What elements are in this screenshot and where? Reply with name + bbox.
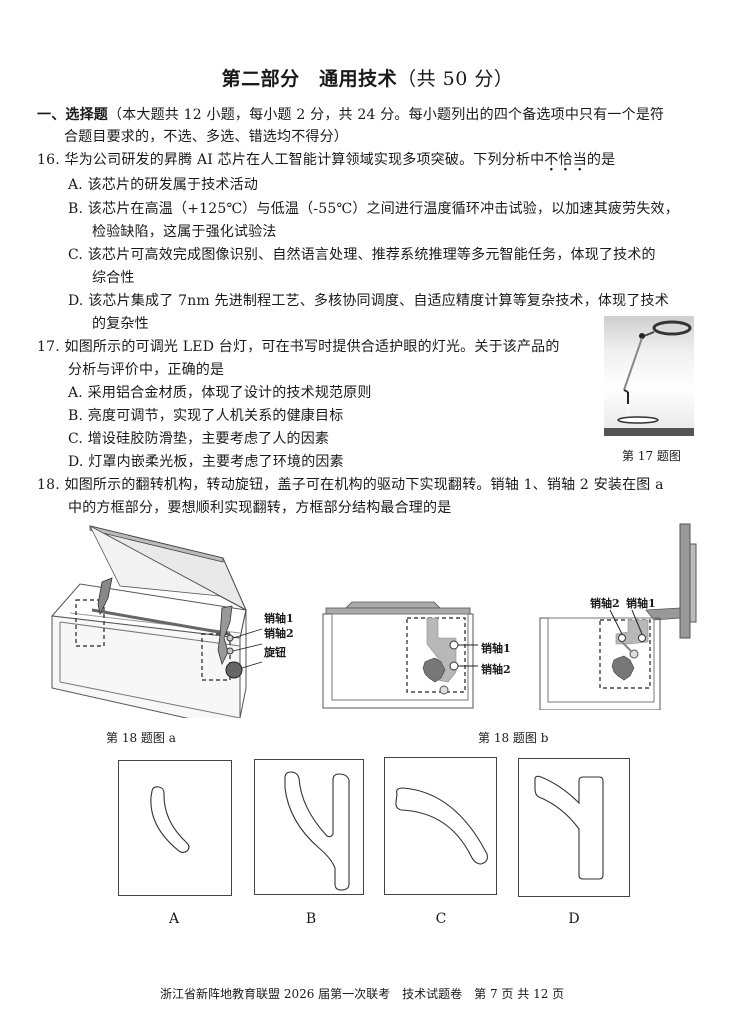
question-number: 17.	[37, 339, 60, 355]
option-text: 灯罩内嵌柔光板，主要考虑了环境的因素	[88, 454, 344, 470]
option-text: 该芯片的研发属于技术活动	[87, 177, 259, 193]
q16-option-d[interactable]: D. 该芯片集成了 7nm 先进制程工艺、多核协同调度、自适应精度计算等复杂技术…	[68, 293, 669, 309]
option-text: 该芯片在高温（+125℃）与低温（-55℃）之间进行温度循环冲击试验，以加速其疲…	[87, 201, 679, 217]
option-label: D.	[68, 454, 84, 470]
stem-text: 如图所示的翻转机构，转动旋钮，盖子可在机构的驱动下实现翻转。销轴 1、销轴 2 …	[64, 477, 664, 493]
section-title: 第二部分 通用技术（共 50 分）	[0, 64, 735, 91]
label-b-right-pin-1: 销轴1	[626, 597, 656, 610]
question-18-stem-cont: 中的方框部分，要想顺利实现翻转，方框部分结构最合理的是	[68, 500, 452, 516]
figure-18b-open	[536, 520, 706, 711]
mechanism-closed-diagram	[322, 601, 478, 709]
option-text: 增设硅胶防滑垫，主要考虑了人的因素	[87, 431, 330, 447]
question-18-stem: 18. 如图所示的翻转机构，转动旋钮，盖子可在机构的驱动下实现翻转。销轴 1、销…	[37, 477, 664, 493]
q16-option-a[interactable]: A. 该芯片的研发属于技术活动	[68, 177, 258, 193]
question-16-stem: 16. 华为公司研发的昇腾 AI 芯片在人工智能计算领域实现多项突破。下列分析中…	[37, 152, 615, 168]
part-one-heading-line: 一、选择题（本大题共 12 小题，每小题 2 分，共 24 分。每小题列出的四个…	[37, 107, 664, 123]
option-text: 采用铝合金材质，体现了设计的技术规范原则	[87, 385, 372, 401]
label-knob: 旋钮	[264, 646, 286, 659]
lamp-photo	[604, 316, 694, 436]
choice-a-figure[interactable]	[118, 760, 232, 896]
q16-option-b-cont: 检验缺陷，这属于强化试验法	[92, 224, 277, 240]
emphasis-char: 当	[573, 152, 587, 168]
label-b-left-pin-1: 销轴1	[481, 642, 511, 655]
curved-slot-shape-a	[150, 786, 190, 854]
figure-17-caption: 第 17 题图	[622, 449, 681, 463]
question-number: 16.	[37, 152, 60, 168]
section-title-main: 第二部分 通用技术	[221, 68, 398, 90]
page-footer: 浙江省新阵地教育联盟 2026 届第一次联考 技术试题卷 第 7 页 共 12 …	[160, 987, 565, 1001]
q16-option-c[interactable]: C. 该芯片可高效完成图像识别、自然语言处理、推荐系统推理等多元智能任务，体现了…	[68, 247, 656, 263]
stem-text: 华为公司研发的昇腾 AI 芯片在人工智能计算领域实现多项突破。下列分析中	[64, 152, 545, 168]
choice-c-figure[interactable]	[384, 757, 497, 895]
label-b-left-pin-2: 销轴2	[481, 663, 511, 676]
q17-option-c[interactable]: C. 增设硅胶防滑垫，主要考虑了人的因素	[68, 431, 329, 447]
stem-text-suffix: 的是	[586, 152, 616, 168]
figure-18a	[40, 518, 300, 731]
question-17-stem: 17. 如图所示的可调光 LED 台灯，可在书写时提供合适护眼的灯光。关于该产品…	[37, 339, 560, 355]
choice-b-figure[interactable]	[254, 759, 364, 895]
flip-box-diagram	[50, 525, 263, 731]
part-one-instructions: （本大题共 12 小题，每小题 2 分，共 24 分。每小题列出的四个备选项中只…	[108, 107, 665, 123]
q17-option-a[interactable]: A. 采用铝合金材质，体现了设计的技术规范原则	[68, 385, 372, 401]
figure-18b-closed	[320, 600, 480, 710]
q17-option-d[interactable]: D. 灯罩内嵌柔光板，主要考虑了环境的因素	[68, 454, 344, 470]
label-b-right-pin-2: 销轴2	[590, 597, 620, 610]
part-one-heading: 一、选择题	[37, 107, 108, 123]
choice-b-label[interactable]: B	[305, 911, 317, 927]
emphasis-char: 恰	[558, 152, 572, 168]
choice-d-label[interactable]: D	[568, 911, 580, 927]
desk-lamp-image	[604, 320, 694, 436]
question-number: 18.	[37, 477, 60, 493]
y-shaped-slot-shape-b	[284, 771, 350, 891]
option-label: D.	[68, 293, 84, 309]
option-text: 亮度可调节，实现了人机关系的健康目标	[87, 408, 344, 424]
curved-slot-shape-c	[395, 787, 488, 865]
emphasis-char: 不	[544, 152, 558, 168]
q16-option-b[interactable]: B. 该芯片在高温（+125℃）与低温（-55℃）之间进行温度循环冲击试验，以加…	[68, 201, 679, 217]
q17-option-b[interactable]: B. 亮度可调节，实现了人机关系的健康目标	[68, 408, 343, 424]
q16-option-c-cont: 综合性	[92, 270, 135, 286]
option-label: C.	[68, 247, 84, 263]
mechanism-open-diagram	[539, 523, 697, 711]
option-label: B.	[68, 201, 84, 217]
option-text: 该芯片可高效完成图像识别、自然语言处理、推荐系统推理等多元智能任务，体现了技术的	[87, 247, 656, 263]
figure-18b-caption: 第 18 题图 b	[478, 731, 549, 745]
stem-text: 如图所示的可调光 LED 台灯，可在书写时提供合适护眼的灯光。关于该产品的	[64, 339, 560, 355]
choice-c-label[interactable]: C	[435, 911, 447, 927]
part-one-instructions-cont: 合题目要求的，不选、多选、错选均不得分）	[64, 129, 348, 145]
figure-18a-caption: 第 18 题图 a	[106, 731, 176, 745]
label-pin-1: 销轴1	[264, 612, 294, 625]
choice-a-label[interactable]: A	[168, 911, 180, 927]
option-text: 该芯片集成了 7nm 先进制程工艺、多核协同调度、自适应精度计算等复杂技术，体现…	[88, 293, 669, 309]
q16-option-d-cont: 的复杂性	[92, 316, 149, 332]
y-shaped-slot-shape-d	[534, 775, 604, 880]
option-label: C.	[68, 431, 84, 447]
section-title-score: （共 50 分）	[397, 68, 514, 90]
option-label: A.	[68, 385, 83, 401]
choice-d-figure[interactable]	[518, 758, 630, 897]
option-label: B.	[68, 408, 84, 424]
label-pin-2: 销轴2	[264, 627, 294, 640]
option-label: A.	[68, 177, 83, 193]
question-17-stem-cont: 分析与评价中，正确的是	[68, 362, 225, 378]
